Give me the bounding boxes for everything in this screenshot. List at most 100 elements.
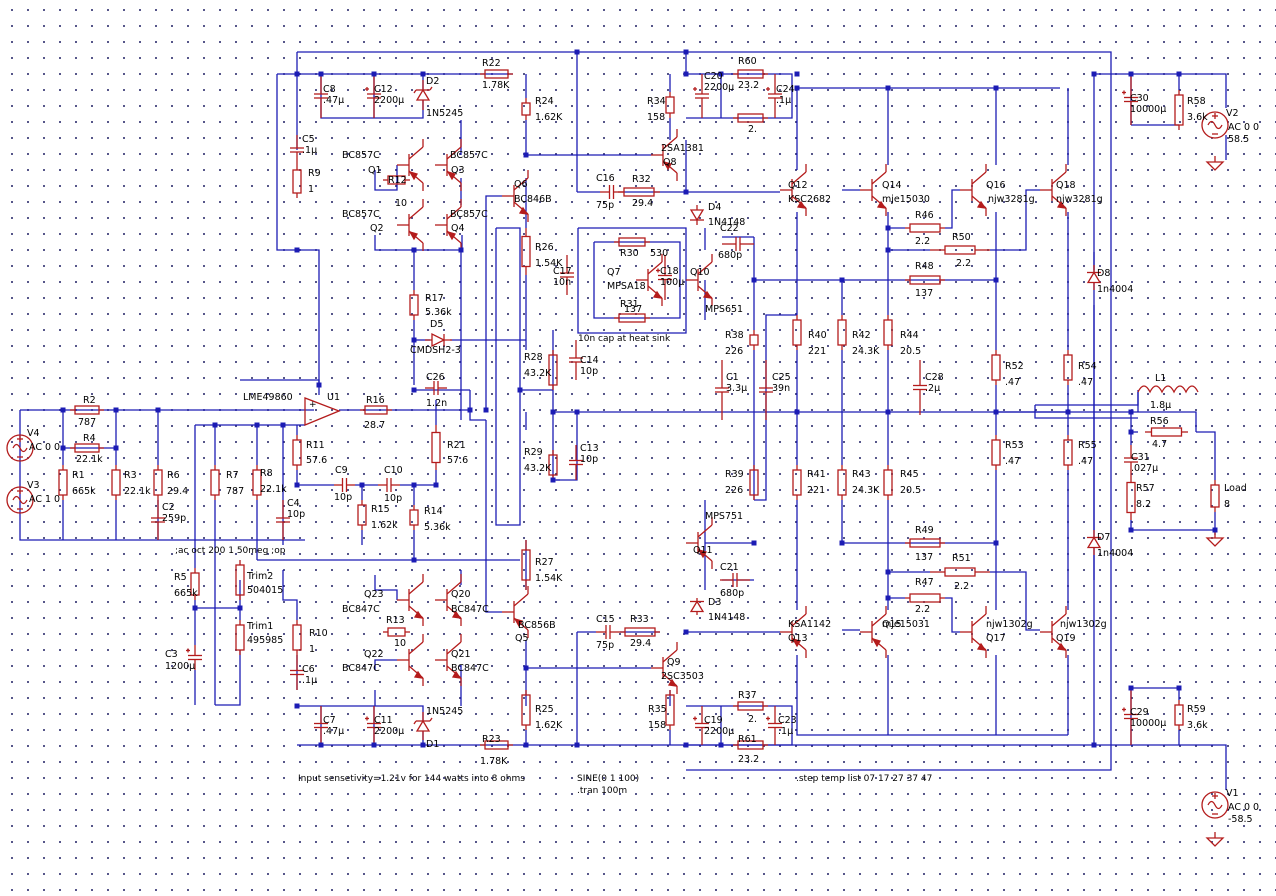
capacitor-c29 bbox=[1122, 688, 1138, 745]
junction-dot bbox=[458, 247, 464, 253]
r37-value-label: 2. bbox=[748, 714, 757, 725]
r13-ref-label: R13 bbox=[386, 615, 405, 626]
c19-ref-label: C19 bbox=[704, 715, 723, 726]
r2-ref-label: R2 bbox=[83, 395, 96, 406]
q17-part-label: njw1302g bbox=[986, 619, 1033, 630]
junction-dot bbox=[683, 71, 689, 77]
r59-value-label: 3.6k bbox=[1187, 720, 1208, 731]
junction-dot bbox=[254, 422, 260, 428]
components bbox=[6, 69, 1229, 847]
r8-ref-label: R8 bbox=[260, 468, 273, 479]
r26-ref-label: R26 bbox=[535, 242, 554, 253]
q14-ref-label: Q14 bbox=[882, 180, 902, 191]
c17-ref-label: C17 bbox=[553, 266, 572, 277]
resistor-r41 bbox=[792, 465, 802, 500]
c23-ref-label: C23 bbox=[778, 715, 797, 726]
q2-ref-label: Q2 bbox=[370, 223, 384, 234]
r34-value-label: 158 bbox=[647, 112, 665, 123]
junction-dot bbox=[683, 742, 689, 748]
capacitor-c10 bbox=[378, 478, 400, 492]
r6-value-label: 29.4 bbox=[167, 486, 188, 497]
r23-value-label: 1.78K bbox=[480, 756, 508, 767]
voltage-source-v1 bbox=[1201, 791, 1229, 819]
c24-value-label: .1µ bbox=[776, 95, 791, 106]
diode-d4 bbox=[689, 205, 705, 225]
transistor-q13 bbox=[780, 606, 807, 658]
c17-value-label: 10n bbox=[553, 277, 571, 288]
ground-symbol bbox=[1205, 832, 1225, 847]
capacitor-c21 bbox=[720, 573, 750, 587]
r22-value-label: 1.78K bbox=[482, 80, 510, 91]
r55-ref-label: R55 bbox=[1078, 440, 1097, 451]
trim2-ref-label: Trim2 bbox=[246, 571, 273, 582]
junction-dot bbox=[885, 569, 891, 575]
r29-value-label: 43.2K bbox=[524, 463, 552, 474]
c12-value-label: 2200µ bbox=[374, 95, 404, 106]
junction-dot bbox=[885, 595, 891, 601]
r39-value-label: 226 bbox=[725, 485, 743, 496]
q17-ref-label: Q17 bbox=[986, 633, 1006, 644]
opamp-u1 bbox=[304, 397, 341, 426]
c31-value-label: .027µ bbox=[1131, 463, 1158, 474]
q10-part-label: MPS651 bbox=[705, 304, 743, 315]
c30-value-label: 10000µ bbox=[1130, 104, 1166, 115]
capacitor-c26 bbox=[425, 381, 447, 395]
resistor-load bbox=[1210, 480, 1220, 512]
r44-value-label: 20.5 bbox=[900, 346, 921, 357]
c28-ref-label: C28 bbox=[925, 372, 944, 383]
c13-value-label: 10p bbox=[580, 454, 598, 465]
transistor-q10 bbox=[686, 254, 713, 306]
r40-ref-label: R40 bbox=[808, 330, 827, 341]
r21-ref-label: R21 bbox=[447, 440, 466, 451]
r22-ref-label: R22 bbox=[482, 58, 501, 69]
q5-ref-label: Q5 bbox=[515, 633, 529, 644]
junction-dot bbox=[523, 152, 529, 158]
r48-value-label: 137 bbox=[915, 288, 933, 299]
junction-dot bbox=[420, 71, 426, 77]
resistor-r39 bbox=[749, 465, 759, 500]
r53-ref-label: R53 bbox=[1005, 440, 1024, 451]
c14-value-label: 10p bbox=[580, 366, 598, 377]
r3-value-label: 22.1k bbox=[124, 486, 151, 497]
c9-ref-label: C9 bbox=[335, 465, 348, 476]
d3-ref-label: D3 bbox=[708, 597, 721, 608]
junction-dot bbox=[1091, 71, 1097, 77]
resistor-r3 bbox=[111, 465, 121, 500]
step-directive: .step temp list 07 17 27 37 47 bbox=[796, 774, 932, 784]
v4-ref-label: V4 bbox=[27, 428, 40, 439]
q1-ref-label: Q1 bbox=[368, 165, 382, 176]
resistor-r57 bbox=[1126, 475, 1136, 520]
c3-value-label: 1200µ bbox=[165, 661, 195, 672]
c20-ref-label: C20 bbox=[704, 71, 723, 82]
c12-ref-label: C12 bbox=[374, 84, 393, 95]
resistor-r7 bbox=[210, 465, 220, 500]
transistor-q23 bbox=[397, 574, 424, 626]
transistor-q12 bbox=[780, 164, 807, 216]
c16-ref-label: C16 bbox=[596, 173, 615, 184]
q3-part-label: BC857C bbox=[450, 150, 488, 161]
trim1-ref-label: Trim1 bbox=[246, 621, 273, 632]
resistor-r30 bbox=[614, 237, 650, 247]
r7-ref-label: R7 bbox=[226, 470, 239, 481]
u1-minus: - bbox=[309, 415, 312, 425]
voltage-source-v2 bbox=[1201, 111, 1229, 139]
diode-d7 bbox=[1086, 530, 1102, 555]
r50-ref-label: R50 bbox=[952, 232, 971, 243]
d7-part-label: 1n4004 bbox=[1097, 548, 1133, 559]
q9-part-label: 2SC3503 bbox=[661, 671, 704, 682]
v1-value-label: AC 0 0 bbox=[1228, 802, 1259, 813]
q4-ref-label: Q4 bbox=[451, 223, 465, 234]
v4-value-label: AC 0 0 bbox=[29, 442, 60, 453]
c5-ref-label: C5 bbox=[302, 134, 315, 145]
transistor-q2 bbox=[397, 199, 424, 251]
c29-value-label: 10000µ bbox=[1130, 718, 1166, 729]
r32-ref-label: R32 bbox=[632, 174, 651, 185]
r1-ref-label: R1 bbox=[72, 470, 85, 481]
transistor-q17 bbox=[960, 606, 987, 658]
v2-ref-label: V2 bbox=[1226, 108, 1239, 119]
resistor-r27 bbox=[521, 540, 531, 590]
junction-dot bbox=[683, 49, 689, 55]
capacitor-c7 bbox=[314, 706, 328, 745]
q11-part-label: MPS751 bbox=[705, 511, 743, 522]
